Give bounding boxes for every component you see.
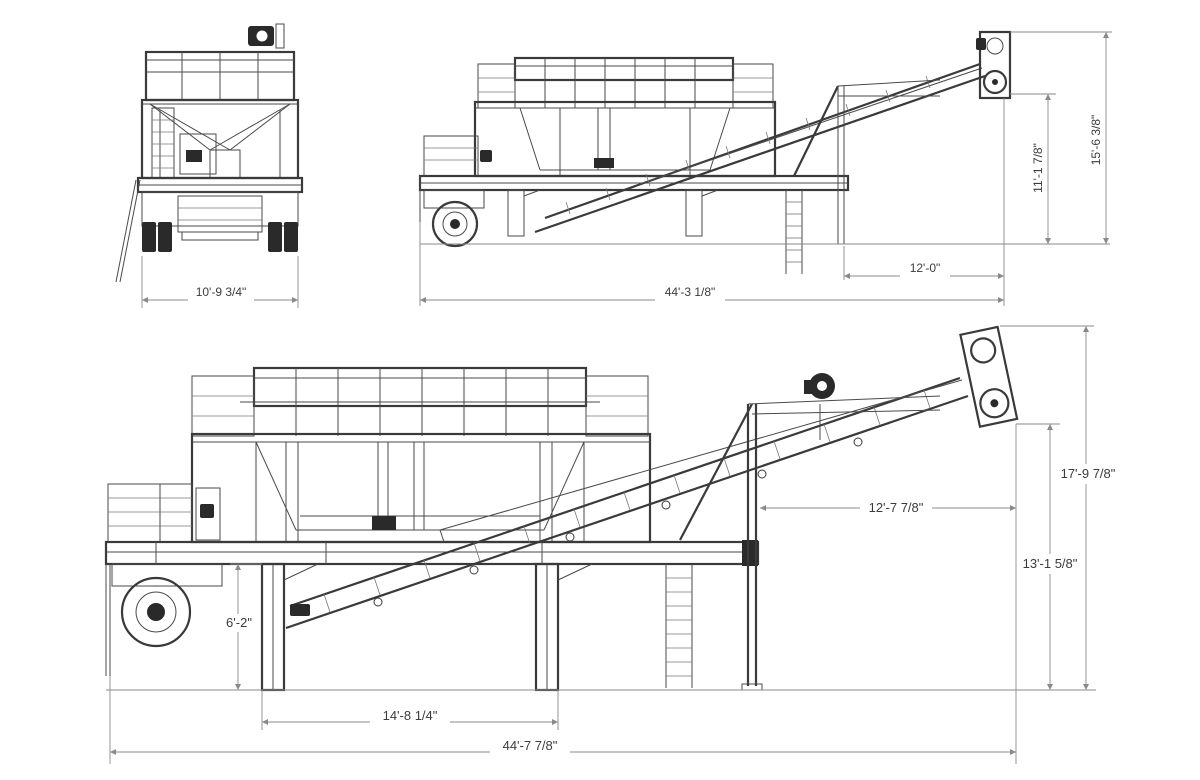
main-side-view: 44'-7 7/8" 14'-8 1/4" 12'-7 7/8" 6'-2" 1… [104, 325, 1120, 764]
main-overall-height-dimension: 17'-9 7/8" [1061, 466, 1116, 481]
top-length-dimension: 44'-3 1/8" [665, 285, 716, 299]
main-discharge-height-dimension: 13'-1 5/8" [1023, 556, 1078, 571]
main-overall-length-dimension: 44'-7 7/8" [503, 738, 558, 753]
front-end-view: 10'-9 3/4" [115, 23, 304, 308]
main-frame-height-dimension: 6'-2" [226, 615, 252, 630]
front-width-dimension: 10'-9 3/4" [196, 285, 247, 299]
top-reach-dimension: 12'-0" [910, 261, 941, 275]
main-reach-dimension: 12'-7 7/8" [869, 500, 924, 515]
main-leg-spacing-dimension: 14'-8 1/4" [383, 708, 438, 723]
top-overall-height-dimension: 15'-6 3/8" [1089, 115, 1103, 166]
top-side-view: 44'-3 1/8" 12'-0" 11'-1 7/8" 15'-6 3/8" [418, 30, 1112, 306]
top-discharge-height-dimension: 11'-1 7/8" [1031, 143, 1045, 193]
